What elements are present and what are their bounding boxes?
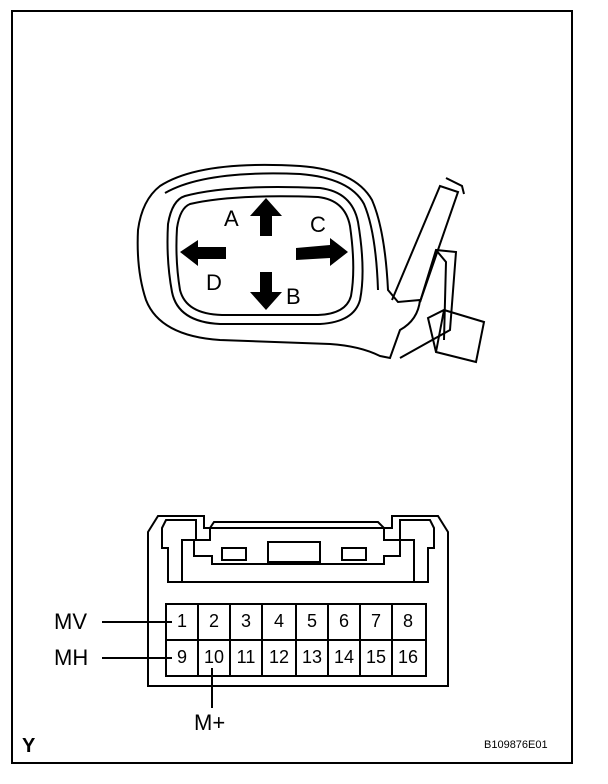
pin-5: 5: [306, 611, 317, 631]
pin-3: 3: [240, 611, 251, 631]
diagram-frame: [11, 10, 573, 764]
arrow-right-icon: [296, 238, 348, 266]
pin-4: 4: [273, 611, 284, 631]
pin-2: 2: [208, 611, 219, 631]
direction-label-c: C: [310, 212, 326, 237]
direction-label-a: A: [224, 206, 239, 231]
pin-15: 15: [365, 647, 387, 667]
pin-8: 8: [402, 611, 413, 631]
side-mirror: [136, 163, 486, 364]
corner-label: Y: [22, 735, 36, 757]
terminal-label-mv: MV: [54, 609, 87, 634]
terminal-label-mplus: M+: [194, 710, 226, 735]
arrow-up-icon: [250, 198, 282, 236]
direction-label-d: D: [206, 270, 222, 295]
pin-7: 7: [370, 611, 381, 631]
pin-13: 13: [301, 647, 323, 667]
pin-16: 16: [397, 647, 419, 667]
pin-9: 9: [176, 647, 187, 667]
figure-code: B109876E01: [484, 739, 548, 751]
pin-11: 11: [236, 647, 256, 667]
pin-10: 10: [203, 647, 225, 667]
pin-14: 14: [333, 647, 355, 667]
direction-label-b: B: [286, 284, 301, 309]
terminal-label-mh: MH: [54, 645, 89, 670]
pin-12: 12: [268, 647, 290, 667]
connector-housing: [147, 515, 449, 687]
pin-6: 6: [338, 611, 349, 631]
pin-1: 1: [176, 611, 187, 631]
pin-leader-lines: [102, 621, 213, 708]
direction-arrows: [180, 198, 348, 310]
arrow-left-icon: [180, 240, 226, 266]
arrow-down-icon: [250, 272, 282, 310]
